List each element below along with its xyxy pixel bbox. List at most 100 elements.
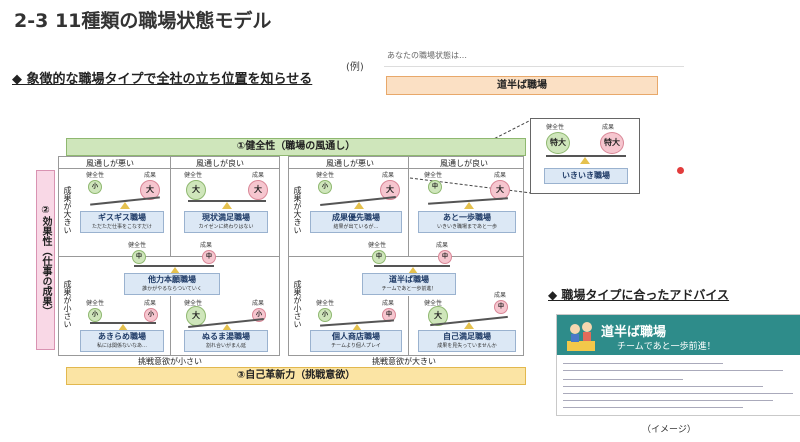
- health-label: 健全性: [86, 300, 105, 307]
- result-indicator: 大: [490, 180, 510, 200]
- divider: [408, 296, 409, 356]
- axis-self-innovation-bar: ③自己革新力（挑戦意欲）: [66, 367, 526, 385]
- scale-fulcrum: [222, 202, 232, 209]
- health-indicator: 大: [186, 306, 206, 326]
- col-header: 風通しが良い: [196, 159, 244, 168]
- people-illustration-icon: [567, 322, 595, 351]
- result-label: 成果: [436, 242, 449, 249]
- row-header: 成果が小さい: [293, 280, 302, 328]
- result-indicator: 小: [144, 308, 158, 322]
- red-dot-marker: [677, 167, 684, 174]
- answer-box: 道半ば職場: [386, 76, 658, 95]
- image-caption: （イメージ）: [642, 425, 696, 435]
- text-line: [563, 400, 773, 401]
- type-card: あと一歩職場 いきいき職場まであと一歩: [418, 211, 516, 233]
- health-indicator: 小: [318, 308, 332, 322]
- divider: [170, 156, 171, 256]
- type-desc: ただただ仕事をこなすだけ: [91, 224, 152, 230]
- health-indicator: 小: [318, 180, 332, 194]
- scale-fulcrum: [580, 157, 590, 164]
- result-indicator: 小: [252, 308, 266, 322]
- type-name: 自己満足職場: [443, 332, 491, 341]
- scale-fulcrum: [352, 324, 362, 331]
- example-label: (例): [346, 62, 364, 73]
- result-label: 成果: [252, 172, 265, 179]
- type-card: ぬるま湯職場 割れ合いがまん延: [184, 330, 268, 352]
- health-label: 健全性: [316, 300, 335, 307]
- result-label: 成果: [382, 172, 395, 179]
- type-name: 成果優先職場: [332, 213, 380, 222]
- health-indicator: 中: [428, 180, 442, 194]
- type-desc: 割れ合いがまん延: [205, 343, 246, 349]
- health-label: 健全性: [184, 172, 203, 179]
- result-label: 成果: [144, 300, 157, 307]
- divider: [408, 156, 409, 256]
- health-indicator: 大: [186, 180, 206, 200]
- scale-beam: [134, 265, 214, 267]
- divider: [288, 168, 524, 169]
- type-card: 成果優先職場 結果が出ているが…: [310, 211, 402, 233]
- type-name: あと一歩職場: [443, 213, 491, 222]
- type-desc: 誰かがやるならついていく: [142, 286, 202, 292]
- thumbnail-subtitle: チームであと一歩前進！: [617, 342, 716, 352]
- section-heading-positioning: ◆ 象徴的な職場タイプで全社の立ち位置を知らせる: [12, 72, 313, 87]
- divider: [58, 168, 280, 169]
- scale-fulcrum: [120, 202, 130, 209]
- result-indicator: 中: [382, 308, 396, 322]
- type-name: 現状満足職場: [202, 213, 250, 222]
- type-desc: カイゼンに終わりはない: [198, 224, 254, 230]
- result-label: 成果: [602, 124, 615, 131]
- health-indicator: 小: [88, 308, 102, 322]
- type-desc: チームであと一歩前進！: [381, 286, 437, 292]
- health-indicator: 大: [428, 306, 448, 326]
- type-card: 道半ば職場 チームであと一歩前進！: [362, 273, 456, 295]
- type-name: ぬるま湯職場: [202, 332, 250, 341]
- health-label: 健全性: [424, 300, 443, 307]
- result-indicator: 特大: [600, 132, 624, 154]
- scale-fulcrum: [170, 267, 180, 274]
- type-name: あきらめ職場: [98, 332, 146, 341]
- type-name: 個人商店職場: [332, 332, 380, 341]
- col-header: 風通しが悪い: [326, 159, 374, 168]
- result-label: 成果: [144, 172, 157, 179]
- type-card: あきらめ職場 私には関係ないなあ…: [80, 330, 164, 352]
- type-name: ギスギス職場: [98, 213, 146, 222]
- result-label: 成果: [494, 172, 507, 179]
- type-card: 他力本願職場 誰かがやるならついていく: [124, 273, 220, 295]
- result-label: 成果: [494, 292, 507, 299]
- scale-beam: [374, 265, 450, 267]
- health-indicator: 小: [88, 180, 102, 194]
- health-indicator: 特大: [546, 132, 570, 154]
- x-axis-label-left: 挑戦意欲が小さい: [138, 357, 202, 366]
- type-desc: チームより個人プレイ: [331, 343, 381, 349]
- type-card: 現状満足職場 カイゼンに終わりはない: [184, 211, 268, 233]
- type-card: いきいき職場: [544, 168, 628, 184]
- health-label: 健全性: [424, 172, 443, 179]
- result-indicator: 大: [248, 180, 268, 200]
- scale-fulcrum: [118, 324, 128, 331]
- type-desc: 成果を見失っていませんか: [437, 343, 497, 349]
- result-indicator: 中: [494, 300, 508, 314]
- scale-fulcrum: [354, 202, 364, 209]
- health-indicator: 中: [132, 250, 146, 264]
- scale-fulcrum: [464, 202, 474, 209]
- result-indicator: 中: [202, 250, 216, 264]
- result-label: 成果: [382, 300, 395, 307]
- health-label: 健全性: [546, 124, 565, 131]
- row-header: 成果が小さい: [63, 280, 72, 328]
- result-label: 成果: [200, 242, 213, 249]
- health-label: 健全性: [128, 242, 147, 249]
- divider: [170, 296, 171, 356]
- health-label: 健全性: [184, 300, 203, 307]
- text-line: [563, 379, 683, 380]
- result-indicator: 大: [380, 180, 400, 200]
- result-label: 成果: [252, 300, 265, 307]
- axis-health-bar: ①健全性（職場の風通し）: [66, 138, 526, 156]
- x-axis-label-right: 挑戦意欲が大きい: [372, 357, 436, 366]
- thumbnail-title: 道半ば職場: [601, 325, 667, 340]
- type-desc: いきいき職場まであと一歩: [437, 224, 497, 230]
- health-label: 健全性: [86, 172, 105, 179]
- type-desc: 結果が出ているが…: [333, 224, 379, 230]
- health-label: 健全性: [368, 242, 387, 249]
- text-line: [563, 393, 793, 394]
